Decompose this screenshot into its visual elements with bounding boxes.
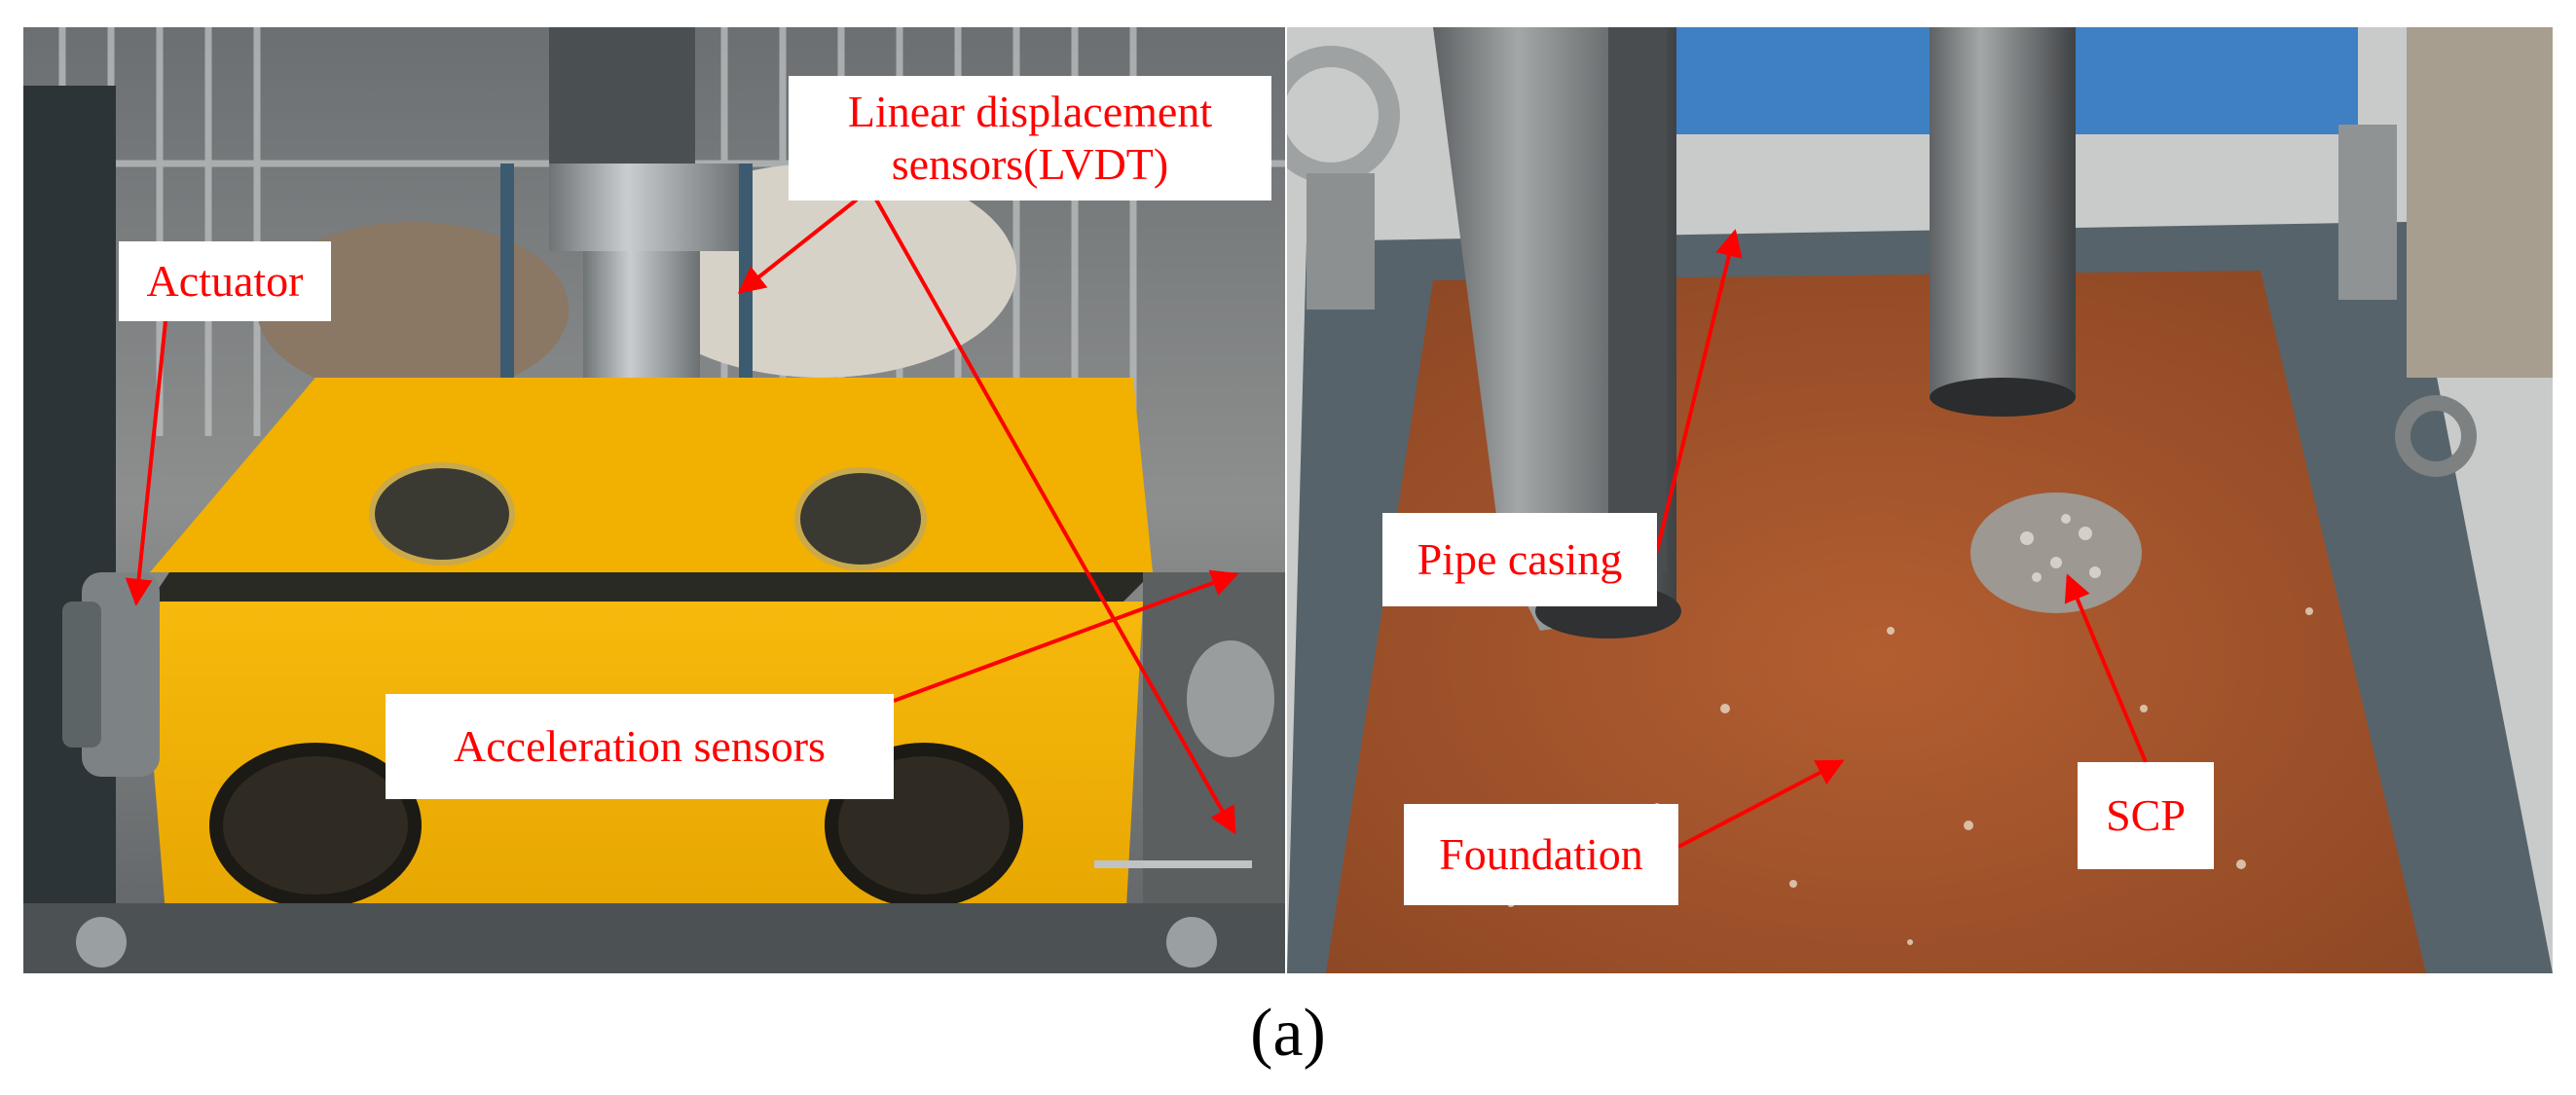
scp-label-text: SCP xyxy=(2106,789,2186,840)
pipe-casing-label-text: Pipe casing xyxy=(1417,533,1623,584)
foundation-label: Foundation xyxy=(1404,804,1678,905)
lvdt-label: Linear displacement sensors(LVDT) xyxy=(789,76,1271,201)
acceleration-label-text: Acceleration sensors xyxy=(454,720,826,771)
acceleration-sensors-label: Acceleration sensors xyxy=(386,694,894,799)
actuator-label: Actuator xyxy=(119,241,331,321)
actuator-label-text: Actuator xyxy=(146,255,304,306)
foundation-label-text: Foundation xyxy=(1439,828,1643,879)
scp-label: SCP xyxy=(2078,762,2214,869)
foundation-illustration xyxy=(1287,27,2553,973)
pipe-casing-label: Pipe casing xyxy=(1382,513,1657,606)
figure-caption: (a) xyxy=(1250,996,1326,1071)
foundation-photo xyxy=(1287,27,2553,973)
lvdt-label-text: Linear displacement sensors(LVDT) xyxy=(847,86,1213,189)
